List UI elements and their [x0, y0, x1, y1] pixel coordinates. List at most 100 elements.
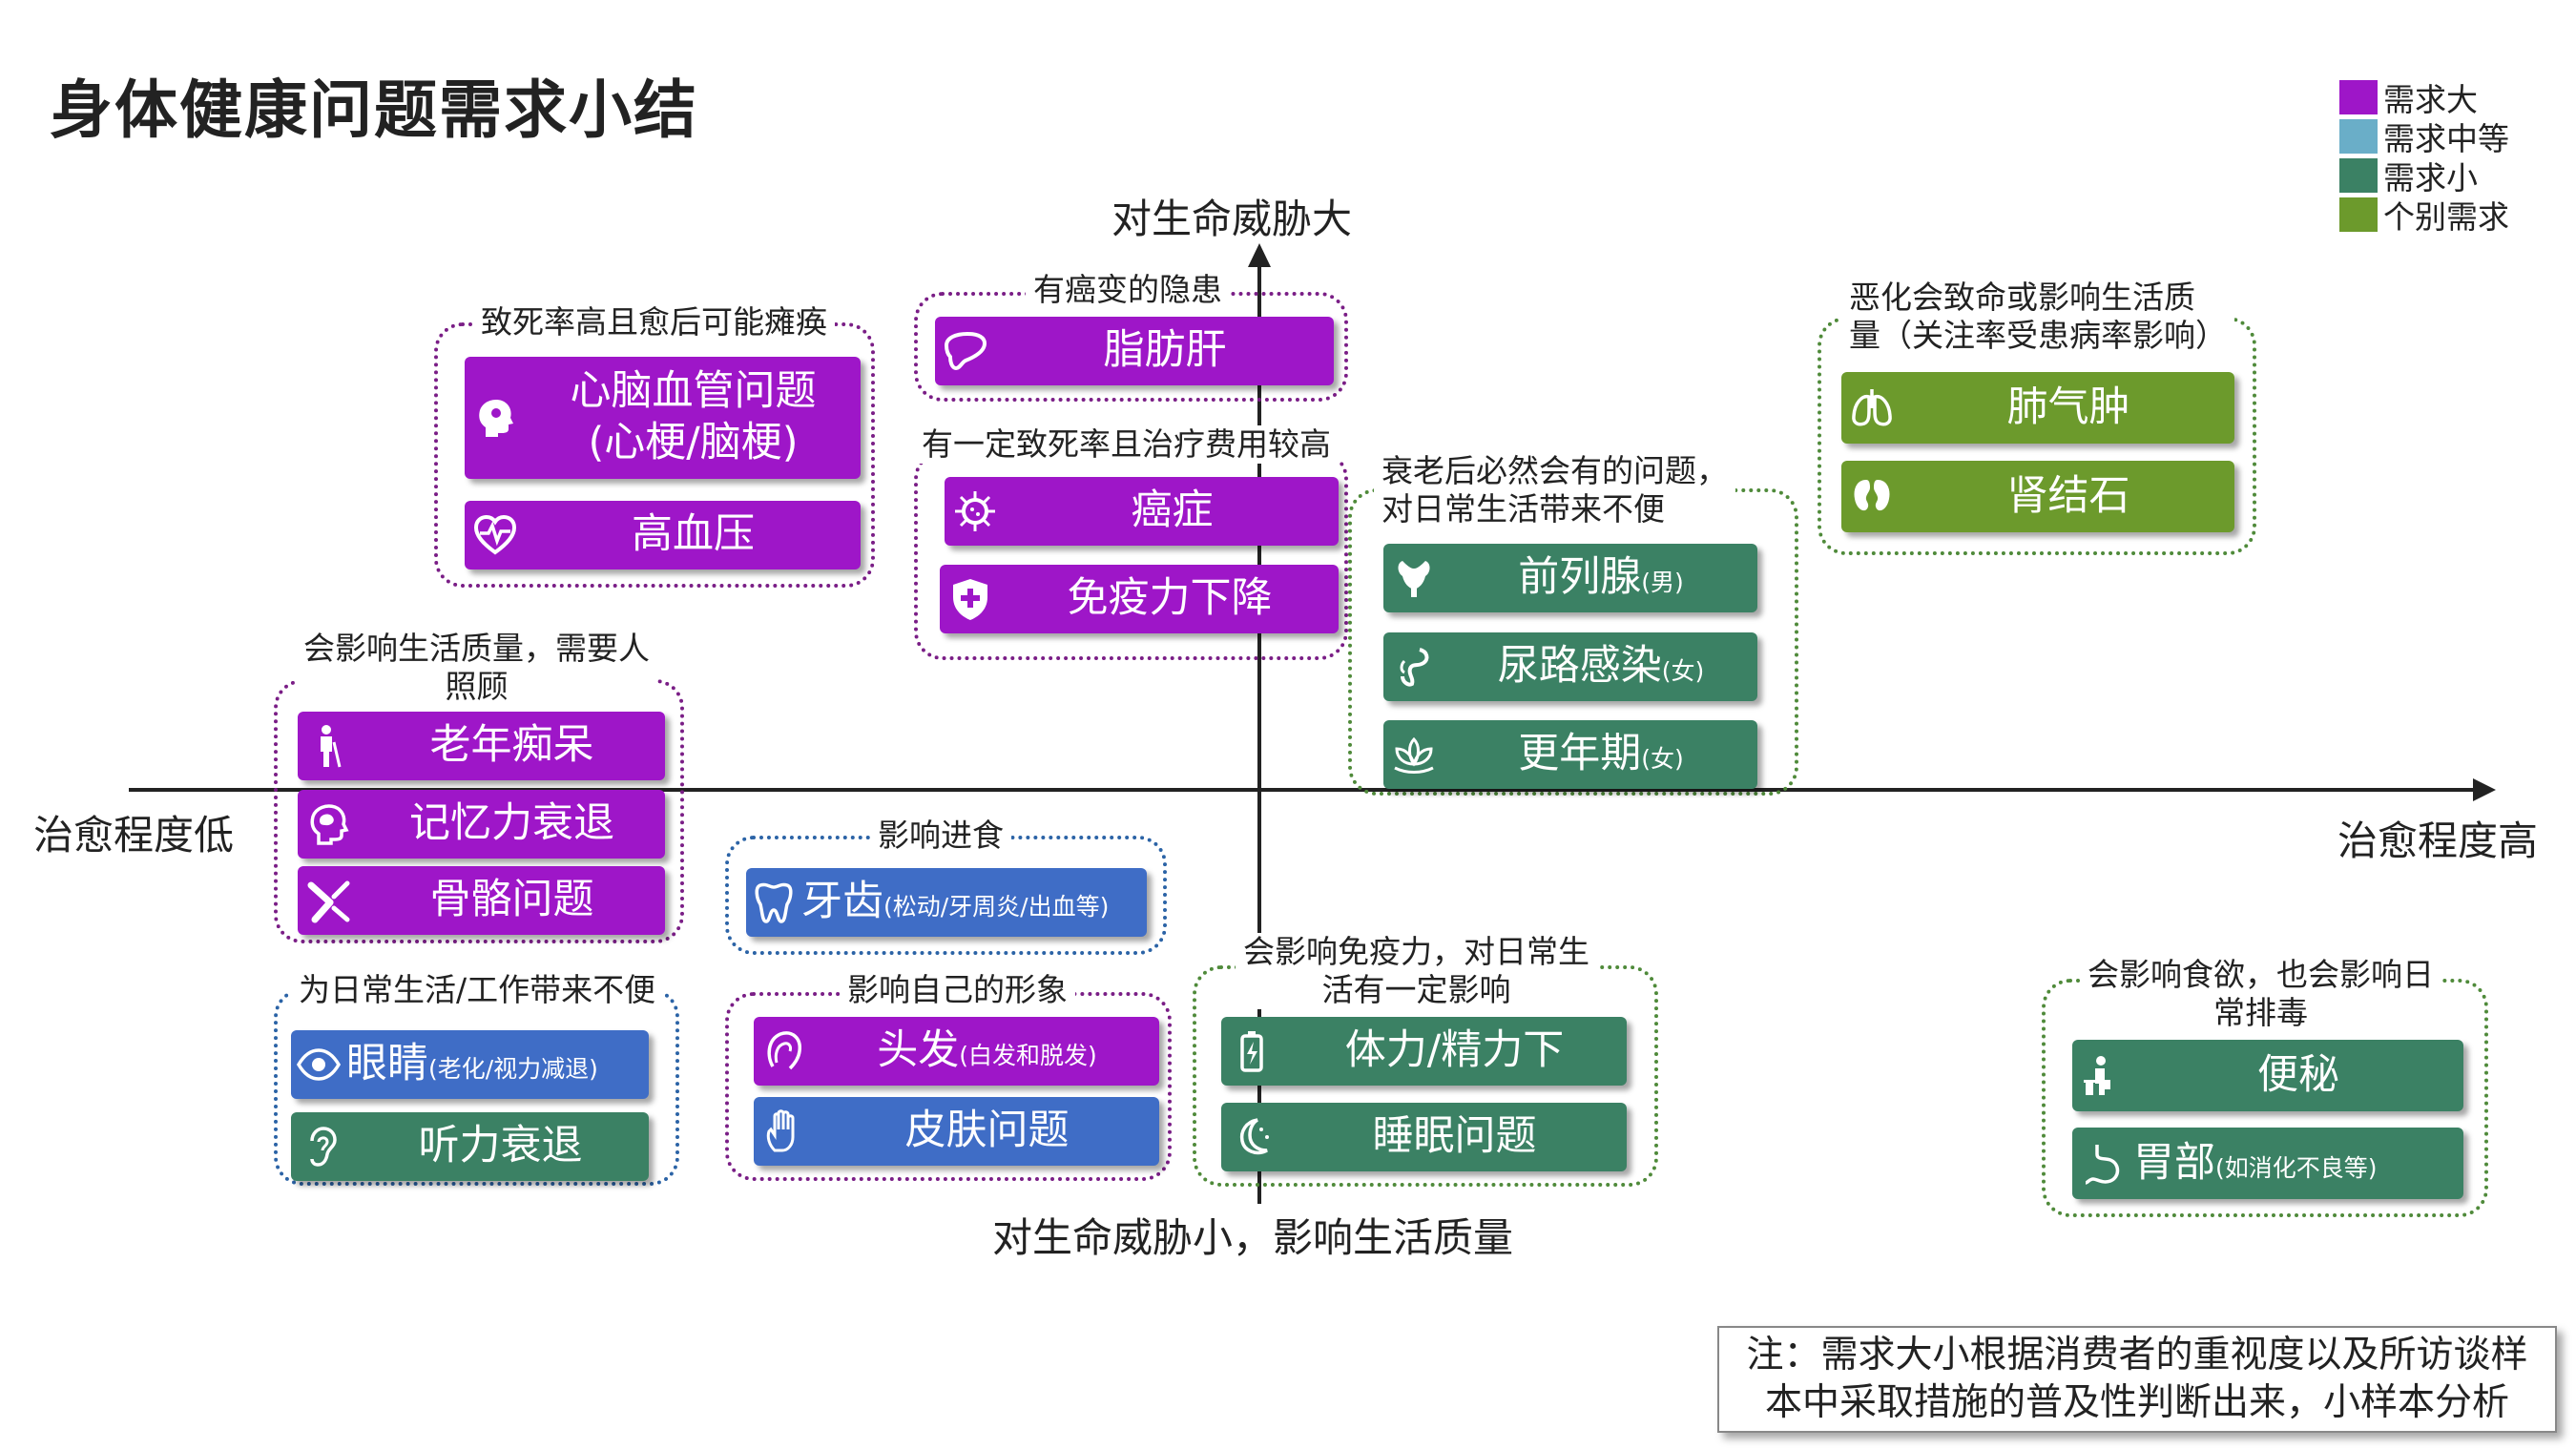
item-name: 更年期	[1518, 730, 1642, 778]
prostate-icon	[1383, 544, 1444, 612]
item-memory-decline: 记忆力衰退	[298, 790, 665, 859]
item-prostate: 前列腺(男)	[1383, 544, 1757, 612]
item-immunity-decline: 免疫力下降	[940, 565, 1339, 633]
item-name: 癌症	[1131, 486, 1214, 535]
tooth-icon	[746, 868, 801, 937]
item-name: 眼睛	[346, 1040, 428, 1088]
liver-icon	[935, 317, 996, 385]
item-cardiovascular: 心脑血管问题 (心梗/脑梗)	[465, 357, 861, 479]
brain-head-icon	[298, 790, 359, 859]
head-icon	[465, 357, 526, 479]
kidney-icon	[1841, 461, 1902, 532]
axis-label-right: 治愈程度高	[2337, 818, 2539, 864]
group-label-line: 量（关注率受患病率影响）	[1849, 317, 2227, 354]
group-label-line: 对日常生活带来不便	[1381, 490, 1665, 528]
lotus-icon	[1383, 720, 1444, 789]
item-emphysema: 肺气肿	[1841, 372, 2234, 444]
group-label: 为日常生活/工作带来不便	[291, 971, 664, 1009]
group-label-line: 恶化会致命或影响生活质	[1849, 279, 2195, 316]
item-hypertension: 高血压	[465, 501, 861, 569]
ear-icon	[291, 1112, 352, 1181]
item-name: 记忆力衰退	[409, 799, 614, 848]
item-sub: (男)	[1641, 569, 1684, 597]
group-label: 有癌变的隐患	[1026, 271, 1230, 309]
item-urinary-infection: 尿路感染(女)	[1383, 632, 1757, 701]
group-label: 影响自己的形象	[840, 971, 1075, 1009]
legend-swatch	[2339, 197, 2378, 232]
group-label: 会影响免疫力，对日常生 活有一定影响	[1236, 933, 1597, 1009]
group-label: 致死率高且愈后可能瘫痪	[473, 303, 835, 342]
elder-icon	[298, 712, 359, 780]
axis-label-bottom: 对生命威胁小，影响生活质量	[992, 1214, 1514, 1261]
item-name: 肺气肿	[2006, 383, 2130, 431]
item-sub: (如消化不良等)	[2215, 1153, 2378, 1182]
hair-icon	[754, 1017, 815, 1086]
item-bone-problem: 骨骼问题	[298, 866, 665, 935]
group-label-line: 会影响食欲，也会影响日	[2088, 956, 2434, 993]
legend-swatch	[2339, 80, 2378, 114]
group-label: 会影响生活质量，需要人 照顾	[296, 630, 657, 706]
item-cancer: 癌症	[945, 477, 1339, 546]
footnote: 注：需求大小根据消费者的重视度以及所访谈样 本中采取措施的普及性判断出来，小样本…	[1717, 1326, 2557, 1433]
item-name: 心脑血管问题	[570, 367, 817, 416]
item-sleep-problem: 睡眠问题	[1221, 1103, 1627, 1171]
item-name: 体力/精力下	[1344, 1026, 1565, 1075]
item-constipation: 便秘	[2072, 1040, 2463, 1111]
item-name: 高血压	[632, 510, 755, 559]
legend-label: 需求大	[2383, 81, 2478, 118]
legend-item: 需求大	[2339, 74, 2478, 120]
legend-label: 需求中等	[2383, 120, 2509, 157]
lungs-icon	[1841, 372, 1902, 444]
item-sub: (白发和脱发)	[959, 1042, 1097, 1070]
item-detail: (心梗/脑梗)	[588, 419, 799, 466]
item-name: 牙齿	[801, 878, 883, 926]
legend-item: 个别需求	[2339, 192, 2509, 238]
item-sub: (女)	[1661, 657, 1705, 686]
group-label: 衰老后必然会有的问题， 对日常生活带来不便	[1374, 452, 1735, 528]
group-label-line: 活有一定影响	[1321, 971, 1511, 1008]
group-label-line: 常排毒	[2213, 994, 2308, 1031]
item-kidney-stone: 肾结石	[1841, 461, 2234, 532]
item-name: 老年痴呆	[429, 721, 594, 770]
group-label-line: 会影响免疫力，对日常生	[1243, 933, 1589, 970]
page-title: 身体健康问题需求小结	[50, 73, 698, 147]
legend-label: 个别需求	[2383, 198, 2509, 236]
item-name: 听力衰退	[418, 1122, 583, 1170]
battery-icon	[1221, 1017, 1282, 1086]
toilet-icon	[2072, 1040, 2133, 1111]
shield-cross-icon	[940, 565, 1001, 633]
item-stamina-decline: 体力/精力下	[1221, 1017, 1627, 1086]
legend-swatch	[2339, 119, 2378, 154]
legend-swatch	[2339, 158, 2378, 193]
item-dementia: 老年痴呆	[298, 712, 665, 780]
item-name: 便秘	[2257, 1050, 2339, 1099]
item-name: 尿路感染	[1497, 642, 1662, 691]
item-hearing-decline: 听力衰退	[291, 1112, 649, 1181]
bone-joint-icon	[298, 866, 359, 935]
group-label-line: 照顾	[445, 668, 509, 705]
footnote-line: 注：需求大小根据消费者的重视度以及所访谈样	[1746, 1334, 2528, 1377]
group-label-line: 会影响生活质量，需要人	[303, 630, 650, 667]
item-hair: 头发(白发和脱发)	[754, 1017, 1159, 1086]
item-name: 前列腺	[1518, 553, 1642, 602]
group-label-line: 衰老后必然会有的问题，	[1381, 452, 1728, 489]
item-name: 睡眠问题	[1372, 1112, 1537, 1161]
eye-icon	[291, 1030, 346, 1099]
moon-icon	[1221, 1103, 1282, 1171]
item-fatty-liver: 脂肪肝	[935, 317, 1334, 385]
stomach-icon	[2072, 1128, 2133, 1199]
item-menopause: 更年期(女)	[1383, 720, 1757, 789]
item-sub: (老化/视力减退)	[428, 1055, 598, 1084]
urinary-icon	[1383, 632, 1444, 701]
item-skin-problem: 皮肤问题	[754, 1097, 1159, 1166]
footnote-line: 本中采取措施的普及性判断出来，小样本分析	[1764, 1381, 2509, 1424]
item-teeth: 牙齿(松动/牙周炎/出血等)	[746, 868, 1147, 937]
item-name: 胃部	[2133, 1138, 2215, 1187]
item-name: 皮肤问题	[904, 1107, 1070, 1155]
axis-label-top: 对生命威胁大	[1111, 196, 1353, 242]
virus-icon	[945, 477, 1006, 546]
item-name: 脂肪肝	[1103, 326, 1227, 375]
group-label: 会影响食欲，也会影响日 常排毒	[2080, 956, 2441, 1032]
group-label: 有一定致死率且治疗费用较高	[914, 425, 1339, 464]
item-eyes: 眼睛(老化/视力减退)	[291, 1030, 649, 1099]
